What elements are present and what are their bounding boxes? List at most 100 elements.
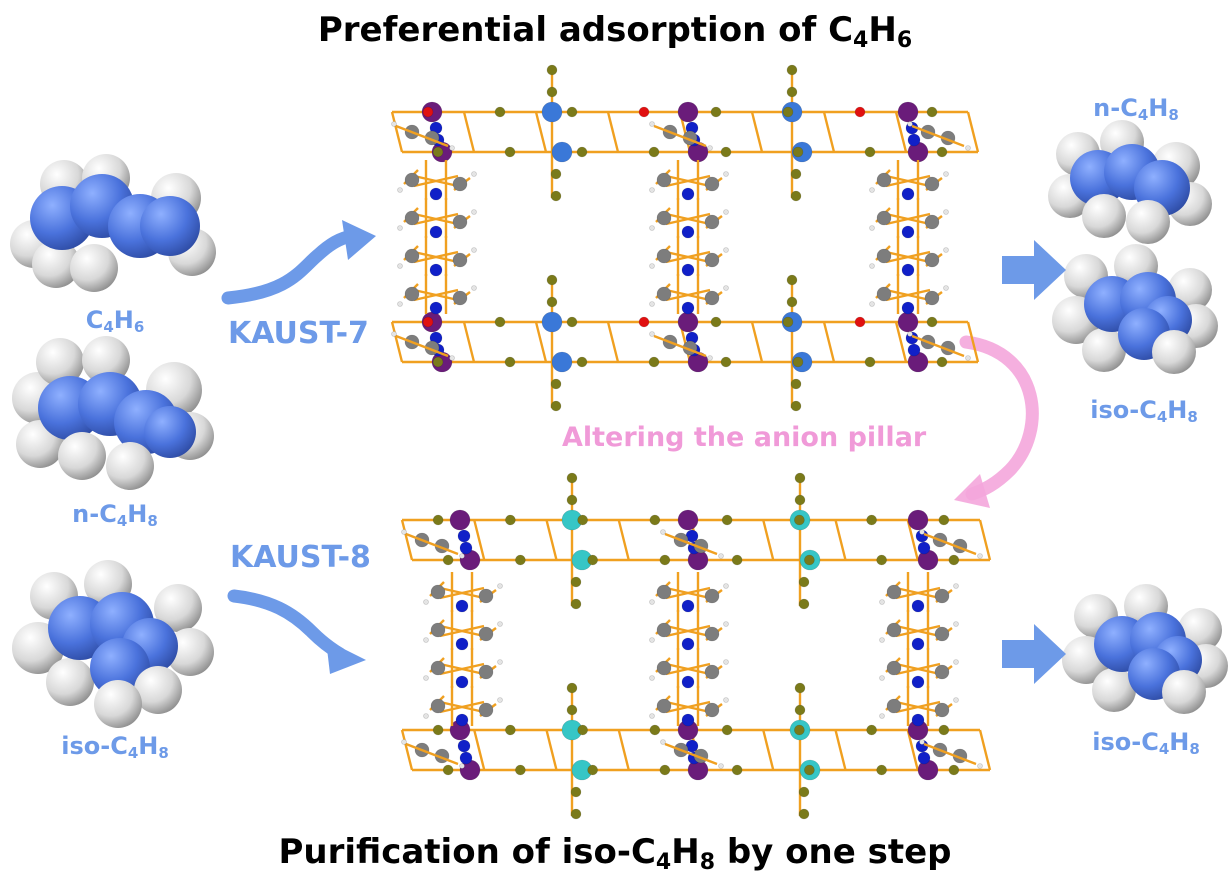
nitrogen-atom: [429, 263, 443, 277]
nitrogen-atom: [681, 301, 695, 315]
bond: [885, 250, 931, 264]
fluorine-atom: [577, 514, 588, 526]
carbon-atom: [404, 210, 420, 226]
bond: [911, 124, 965, 148]
hydrogen-atom: [723, 583, 729, 589]
bond: [439, 700, 485, 714]
nitrogen-atom: [429, 225, 443, 239]
bond: [894, 321, 908, 363]
bond: [606, 321, 620, 363]
hydrogen-atom: [869, 187, 875, 193]
molecule-n-c4h8: [12, 336, 214, 490]
hydrogen-atom: [869, 225, 875, 231]
fluorine-atom: [731, 764, 743, 776]
oxygen-atom: [422, 106, 434, 118]
fluorine-atom: [546, 296, 558, 308]
hydrogen-atom: [879, 637, 885, 643]
hydrogen-atom: [879, 713, 885, 719]
hydrogen-atom: [459, 763, 465, 769]
fluorine-atom: [794, 514, 805, 526]
fluorine-atom: [804, 554, 815, 566]
carbon-atom: [656, 622, 672, 638]
bond: [923, 532, 977, 556]
label-kaust-7: KAUST-7: [228, 316, 369, 351]
hydrogen-atom: [397, 187, 403, 193]
carbon-atom: [704, 214, 720, 230]
fluorine-atom: [504, 356, 516, 368]
fluorine-atom: [876, 764, 887, 776]
oxygen-atom: [854, 106, 866, 118]
hydrogen-atom: [707, 145, 713, 151]
hydrogen-atom: [723, 621, 729, 627]
fluorine-atom: [550, 400, 562, 412]
metal-atom: [449, 509, 471, 531]
fluorine-atom: [790, 190, 802, 202]
bond: [895, 586, 941, 600]
hydrogen-atom: [459, 553, 465, 559]
hydrogen-atom: [391, 121, 397, 127]
altering-arrow: [954, 335, 1039, 508]
bond: [906, 729, 919, 771]
feed-arrow-top: [221, 220, 376, 305]
hydrogen-atom: [943, 209, 949, 215]
hydrogen-atom: [907, 121, 913, 127]
bond: [978, 729, 992, 771]
fluorine-atom: [648, 356, 660, 368]
fluorine-atom: [721, 514, 733, 526]
bond: [885, 174, 931, 188]
carbon-atom: [656, 698, 672, 714]
fluorine-atom: [570, 786, 582, 798]
bond: [395, 334, 449, 358]
fluorine-atom: [786, 86, 798, 98]
bond: [462, 321, 476, 363]
fluorine-atom: [576, 146, 588, 158]
nitrogen-atom: [457, 739, 471, 753]
bond: [822, 321, 836, 363]
bond: [978, 519, 992, 561]
fluorine-atom: [710, 106, 722, 118]
bond: [834, 729, 847, 771]
bond: [822, 111, 836, 153]
label-iso-c4h8-top-output: iso-C4H8: [1090, 396, 1198, 426]
hydrogen-atom: [869, 263, 875, 269]
nitrogen-atom: [457, 529, 471, 543]
nitrogen-atom: [429, 301, 443, 315]
bond: [390, 111, 404, 153]
bond: [413, 288, 459, 302]
hydrogen-atom: [649, 301, 655, 307]
carbon-atom: [452, 176, 468, 192]
carbon-atom: [924, 176, 940, 192]
hydrogen-atom: [707, 355, 713, 361]
bond: [545, 729, 558, 771]
bond: [439, 624, 485, 638]
carbon-atom: [704, 702, 720, 718]
bond: [762, 519, 775, 561]
nitrogen-atom: [455, 713, 469, 727]
fluorine-atom: [948, 554, 960, 566]
fluorine-atom: [782, 316, 794, 328]
bond: [400, 519, 414, 561]
fluorine-atom: [926, 316, 938, 328]
fluorine-atom: [649, 514, 661, 526]
fluorine-atom: [566, 106, 578, 118]
bond: [665, 174, 711, 188]
bond: [405, 742, 459, 766]
oxygen-atom: [638, 316, 650, 328]
carbon-atom: [704, 176, 720, 192]
bond: [413, 250, 459, 264]
carbon-atom: [430, 584, 446, 600]
fluorine-atom: [505, 514, 516, 526]
carbon-atom: [886, 660, 902, 676]
bond: [545, 519, 558, 561]
hydrogen-atom: [423, 675, 429, 681]
fluorine-atom: [794, 494, 806, 506]
hydrogen-atom: [449, 355, 455, 361]
fluorine-atom: [790, 378, 802, 390]
metal-atom: [907, 509, 929, 531]
hydrogen-atom: [471, 247, 477, 253]
nitrogen-atom: [911, 599, 925, 613]
bond: [653, 334, 707, 358]
fluorine-atom: [570, 808, 582, 820]
fluorine-atom: [794, 472, 806, 484]
